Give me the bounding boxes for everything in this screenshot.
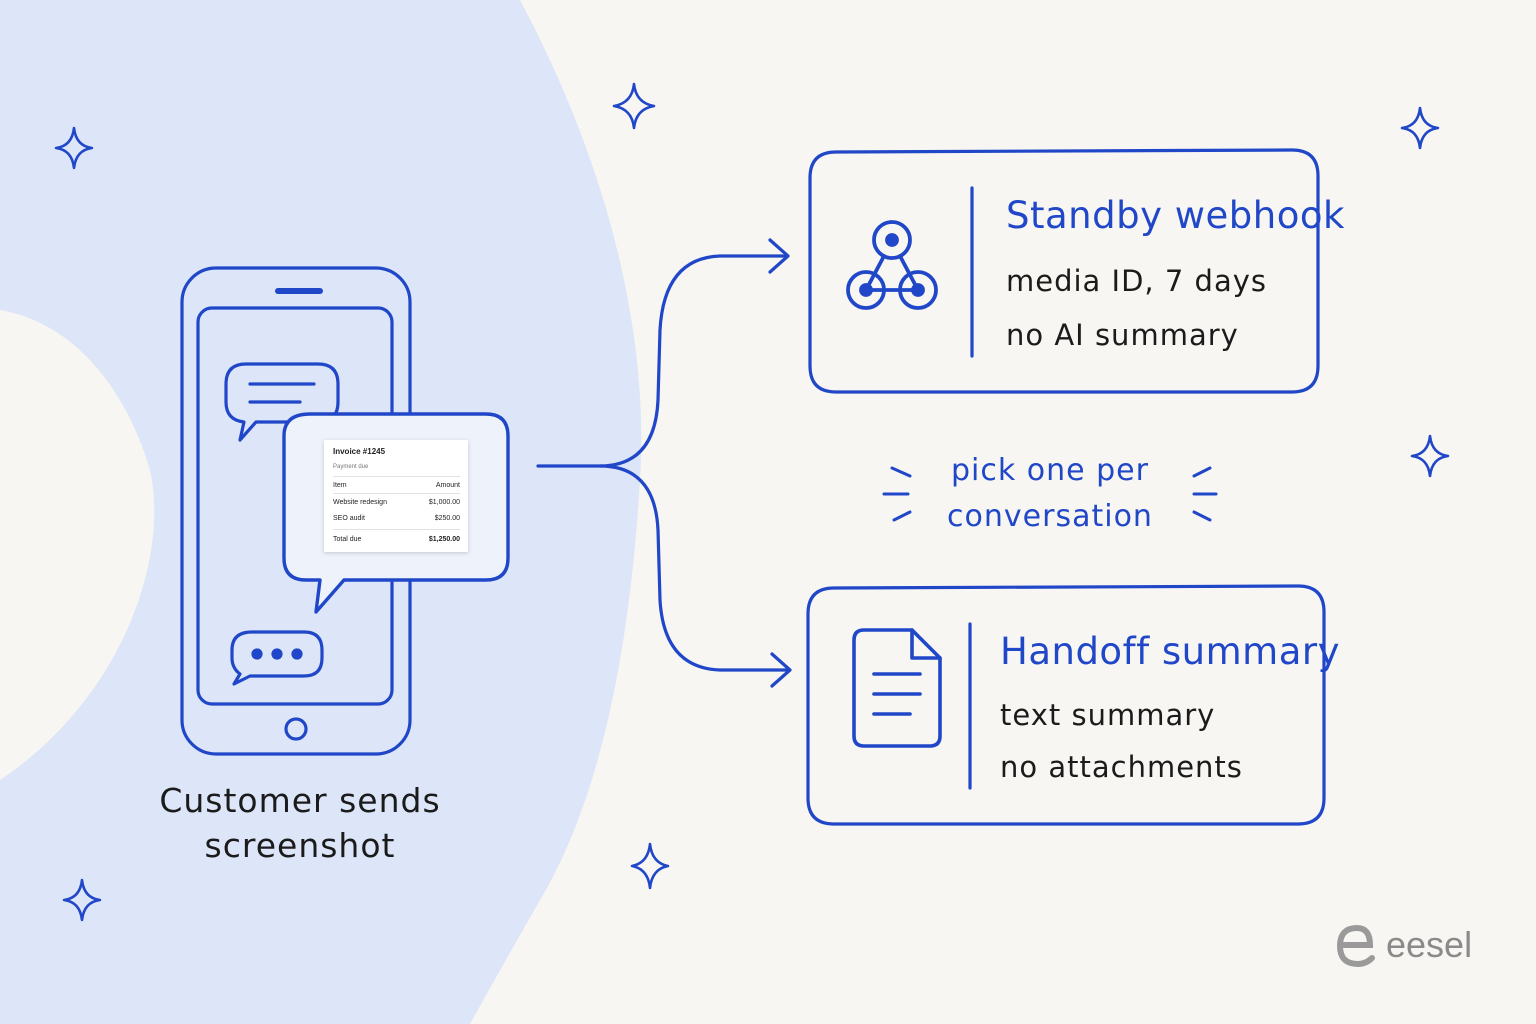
document-icon bbox=[852, 628, 942, 748]
standby-line-1: media ID, 7 days bbox=[1006, 264, 1267, 298]
sparkle-icon bbox=[62, 878, 102, 922]
handoff-summary-card bbox=[806, 584, 1326, 826]
sparkle-icon bbox=[630, 842, 670, 890]
invoice-total-row: Total due $1,250.00 bbox=[333, 536, 460, 543]
choice-line-1: pick one per bbox=[951, 453, 1149, 488]
branch-connector bbox=[536, 238, 792, 688]
sparkle-icon bbox=[1410, 434, 1450, 478]
invoice-row: Website redesign $1,000.00 bbox=[333, 499, 460, 506]
invoice-row-item: Website redesign bbox=[333, 499, 387, 506]
invoice-screenshot: Invoice #1245 Payment due Item Amount We… bbox=[324, 440, 468, 552]
invoice-title: Invoice #1245 bbox=[333, 447, 386, 456]
invoice-row-amount: $1,000.00 bbox=[428, 499, 460, 506]
brand-logo: eesel bbox=[1336, 918, 1496, 974]
choice-note: pick one per conversation bbox=[930, 448, 1170, 540]
caption-line-1: Customer sends bbox=[159, 781, 441, 820]
invoice-total-amount: $1,250.00 bbox=[428, 536, 460, 543]
invoice-total-label: Total due bbox=[333, 536, 362, 543]
typing-bubble-icon bbox=[230, 630, 324, 686]
sparkle-icon bbox=[54, 126, 94, 170]
sparkle-icon bbox=[1400, 106, 1440, 150]
eesel-logo-icon bbox=[1336, 924, 1375, 968]
handoff-line-2: no attachments bbox=[1000, 750, 1243, 784]
webhook-icon bbox=[846, 220, 938, 310]
invoice-divider bbox=[333, 529, 460, 530]
caption-line-2: screenshot bbox=[204, 826, 396, 865]
invoice-divider bbox=[333, 493, 460, 494]
standby-line-2: no AI summary bbox=[1006, 318, 1239, 352]
brand-name: eesel bbox=[1386, 924, 1473, 965]
invoice-col-item: Item bbox=[333, 482, 347, 489]
sparkle-icon bbox=[612, 82, 656, 130]
invoice-subtitle: Payment due bbox=[333, 464, 369, 470]
handoff-line-1: text summary bbox=[1000, 698, 1216, 732]
emphasis-dashes bbox=[882, 466, 1218, 522]
phone-caption: Customer sends screenshot bbox=[120, 778, 480, 868]
invoice-divider bbox=[333, 476, 460, 477]
invoice-col-amount: Amount bbox=[435, 482, 460, 489]
invoice-row-item: SEO audit bbox=[333, 515, 365, 522]
invoice-header-row: Item Amount bbox=[333, 482, 460, 489]
handoff-title: Handoff summary bbox=[1000, 630, 1340, 673]
invoice-row: SEO audit $250.00 bbox=[333, 515, 460, 522]
choice-line-2: conversation bbox=[947, 499, 1153, 534]
invoice-row-amount: $250.00 bbox=[434, 515, 460, 522]
standby-title: Standby webhook bbox=[1006, 194, 1345, 237]
standby-webhook-card bbox=[808, 148, 1320, 394]
